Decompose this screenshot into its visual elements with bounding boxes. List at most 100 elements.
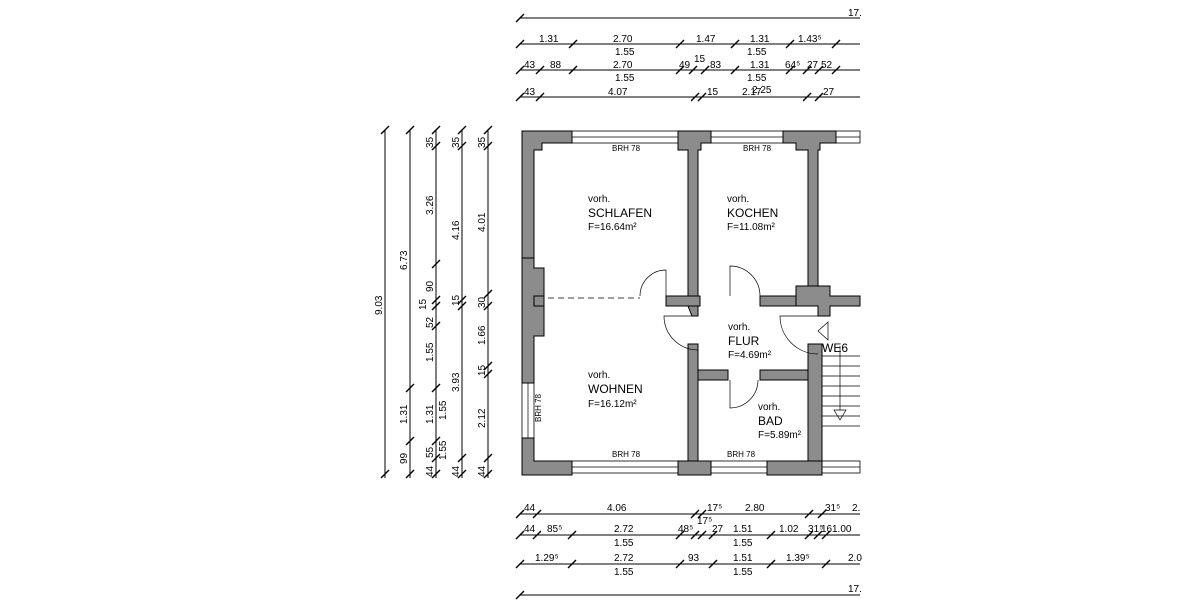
dim-bot-r1-7: 1.51 (733, 524, 753, 535)
dim-left-c4-6: 2.12 (477, 408, 488, 428)
stair-arrow-icon (833, 409, 847, 421)
dim-top-r2-9: 27 (807, 60, 819, 71)
dim-bot-r2-6: 2.0 (848, 553, 862, 564)
dim-bot-r2-3: 93 (688, 553, 700, 564)
dim-top-r2-5: 15 (694, 54, 706, 65)
dim-top-r3-6: 27 (823, 87, 835, 98)
dim-top-r1-3: 1.47 (696, 34, 716, 45)
dim-left-c4-2: 4.01 (477, 212, 488, 232)
left-dimension-chains: 9.03 6.73 1.31 99 35 3.26 90 15 52 1.55 … (374, 125, 493, 479)
dim-left-c1-3: 99 (399, 452, 410, 464)
dim-top-r2-3: 2.70 (613, 60, 633, 71)
dim-left-c2-2: 3.26 (425, 195, 436, 215)
dim-bot-r2-sub1: 1.55 (614, 567, 634, 578)
dim-top-r2-1: 43 (524, 60, 536, 71)
dim-top-r2-sub1: 1.55 (615, 73, 635, 84)
dim-left-total: 9.03 (374, 295, 385, 315)
dim-bot-r2-1: 1.29⁵ (535, 553, 559, 564)
dim-bot-r0-5: 31⁵ (825, 503, 840, 514)
bottom-dimension-chains: 44 4.06 17⁵ 2.80 31⁵ 2. 44 85⁵ 2.72 48⁵ … (515, 503, 862, 600)
dim-left-c3-4: 3.93 (451, 372, 462, 392)
room-schlafen-pre: vorh. (588, 194, 610, 205)
room-kochen-name: KOCHEN (727, 206, 778, 220)
dim-top-r2-sub2: 1.55 (747, 73, 767, 84)
dim-left-c1-2: 1.31 (399, 404, 410, 424)
brh-label-schlafen: BRH 78 (612, 144, 641, 153)
dim-left-c2-11: 44 (425, 465, 436, 477)
dim-left-c2-6: 1.55 (425, 342, 436, 362)
dim-bot-total: 17. (848, 584, 862, 595)
room-bad-pre: vorh. (758, 402, 780, 413)
room-flur-area: F=4.69m² (728, 350, 772, 361)
dim-left-c4-1: 35 (477, 136, 488, 148)
dim-left-c2-3: 90 (425, 280, 436, 292)
room-kochen-area: F=11.08m² (727, 222, 776, 233)
dim-bot-r1-10: 16 (821, 524, 833, 535)
room-kochen-pre: vorh. (727, 194, 749, 205)
room-flur-name: FLUR (728, 334, 760, 348)
dim-top-r2-2: 88 (550, 60, 562, 71)
dim-bot-r1-5: 17⁵ (697, 516, 712, 527)
dim-left-c3-3: 15 (451, 294, 462, 306)
room-bad: vorh. BAD F=5.89m² (758, 402, 802, 441)
stairwell (817, 321, 860, 427)
dim-top-r3-2: 4.07 (608, 87, 628, 98)
dim-top-total: 17. (848, 8, 862, 19)
brh-label-kochen: BRH 78 (743, 144, 772, 153)
dim-bot-r2-2: 2.72 (614, 553, 634, 564)
room-schlafen-name: SCHLAFEN (588, 206, 652, 220)
dim-bot-r0-1: 44 (524, 503, 536, 514)
dim-left-c2-8: 1.31 (425, 404, 436, 424)
room-wohnen: vorh. WOHNEN F=16.12m² (588, 370, 643, 410)
dim-bot-r2-5: 1.39⁵ (786, 553, 810, 564)
brh-label-wohnen-bottom: BRH 78 (612, 450, 641, 459)
room-bad-area: F=5.89m² (758, 430, 802, 441)
dim-bot-r2-sub2: 1.55 (733, 567, 753, 578)
room-wohnen-pre: vorh. (588, 370, 610, 381)
dim-bot-r1-9: 31⁵ (808, 524, 823, 535)
room-schlafen: vorh. SCHLAFEN F=16.64m² (588, 194, 652, 233)
room-kochen: vorh. KOCHEN F=11.08m² (727, 194, 778, 233)
room-schlafen-area: F=16.64m² (588, 222, 637, 233)
dim-bot-r2-4: 1.51 (733, 553, 753, 564)
entry-marker-icon (817, 321, 829, 341)
dim-bot-r1-6: 27 (712, 524, 724, 535)
dim-bot-r1-sub1: 1.55 (614, 538, 634, 549)
dim-left-c4-5: 15 (477, 364, 488, 376)
dim-top-r3-3: 15 (707, 87, 719, 98)
brh-label-bad: BRH 78 (727, 450, 756, 459)
dim-left-c1-1: 6.73 (399, 250, 410, 270)
dim-top-r2-8: 64⁵ (785, 60, 800, 71)
dim-bot-r0-4: 2.80 (745, 503, 765, 514)
dim-left-c4-3: 30 (477, 296, 488, 308)
room-flur-pre: vorh. (728, 322, 750, 333)
dim-top-r2-6: 83 (710, 60, 722, 71)
dim-left-c2-5: 52 (425, 316, 436, 328)
dim-bot-r1-11: 1.00 (832, 524, 852, 535)
dim-bot-r0-2: 4.06 (607, 503, 627, 514)
dim-bot-r0-3: 17⁵ (707, 503, 722, 514)
dim-top-r1-4: 1.31 (750, 34, 770, 45)
dim-top-r3-1: 43 (524, 87, 536, 98)
top-dimension-chains: 17. 1.31 2.70 1.47 1.31 1.43⁵ 1.55 1.55 … (515, 8, 862, 102)
dim-left-c3-1: 35 (451, 136, 462, 148)
dim-left-c2-7: 1.55 (438, 400, 449, 420)
dim-bot-r1-4: 48⁵ (678, 524, 693, 535)
dim-bot-r1-2: 85⁵ (547, 524, 562, 535)
dim-bot-r1-8: 1.02 (779, 524, 799, 535)
dim-bot-r1-sub2: 1.55 (733, 538, 753, 549)
dim-left-c4-4: 1.66 (477, 325, 488, 345)
dim-top-r1-1: 1.31 (539, 34, 559, 45)
doors (548, 265, 819, 409)
dim-top-r1-5: 1.43⁵ (798, 34, 822, 45)
dim-bot-r0-6: 2. (852, 503, 860, 514)
dim-left-c4-7: 44 (477, 465, 488, 477)
room-wohnen-name: WOHNEN (588, 382, 643, 396)
dim-top-r3-4: 2.17 (742, 87, 762, 98)
unit-label: WE6 (822, 341, 848, 355)
brh-label-wohnen-side: BRH 78 (534, 393, 543, 422)
dim-left-c2-4: 15 (418, 298, 429, 310)
walls (521, 130, 861, 476)
dim-top-r1-2: 2.70 (613, 34, 633, 45)
room-wohnen-area: F=16.12m² (588, 399, 637, 410)
